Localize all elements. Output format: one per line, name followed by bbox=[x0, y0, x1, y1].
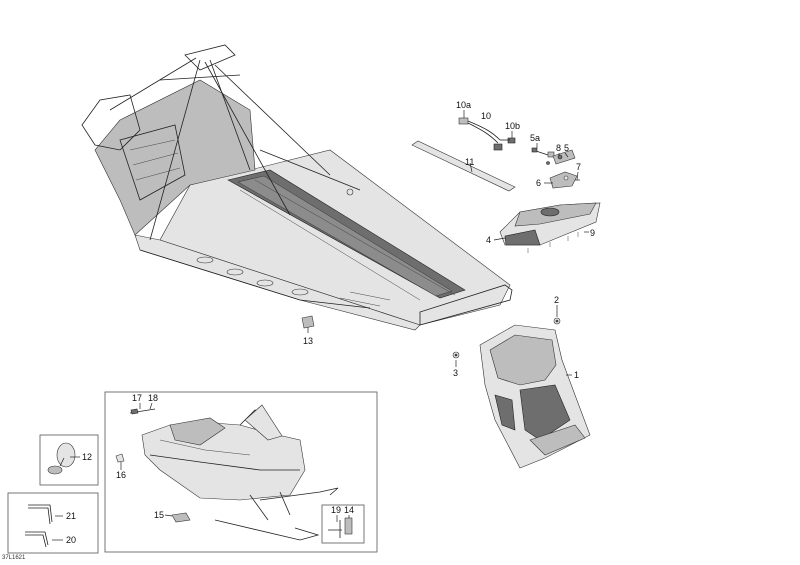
callout-16: 16 bbox=[116, 470, 126, 480]
callout-6: 6 bbox=[536, 178, 541, 188]
callout-17: 17 bbox=[132, 393, 142, 403]
part-4-taillight-housing bbox=[493, 202, 601, 253]
callout-10b: 10b bbox=[505, 121, 520, 131]
callout-14: 14 bbox=[344, 505, 354, 515]
part-1-snowflap bbox=[479, 324, 591, 469]
parts-5-8-light bbox=[531, 143, 580, 189]
callout-19: 19 bbox=[331, 505, 341, 515]
callout-10a: 10a bbox=[456, 100, 471, 110]
callout-21: 21 bbox=[66, 511, 76, 521]
callout-8: 8 bbox=[556, 143, 561, 153]
part-13-nut bbox=[301, 315, 315, 333]
callout-10: 10 bbox=[481, 111, 491, 121]
callout-18: 18 bbox=[148, 393, 158, 403]
callout-9: 9 bbox=[590, 228, 595, 238]
callout-2: 2 bbox=[554, 295, 559, 305]
callout-20: 20 bbox=[66, 535, 76, 545]
callout-1: 1 bbox=[574, 370, 579, 380]
callout-3: 3 bbox=[453, 368, 458, 378]
inset-brackets bbox=[7, 492, 99, 554]
inset-side-view bbox=[104, 391, 378, 553]
parts-2-3-fasteners bbox=[452, 305, 561, 367]
callout-7: 7 bbox=[576, 162, 581, 172]
part-11-strip bbox=[411, 140, 516, 192]
callout-5a: 5a bbox=[530, 133, 540, 143]
inset-mirror bbox=[39, 434, 99, 486]
callout-13: 13 bbox=[303, 336, 313, 346]
figure-code: 37L1621 bbox=[2, 555, 26, 561]
chassis-tunnel bbox=[81, 44, 513, 331]
part-10-harness bbox=[458, 110, 516, 151]
callout-4: 4 bbox=[486, 235, 491, 245]
callout-15: 15 bbox=[154, 510, 164, 520]
callout-11: 11 bbox=[465, 157, 474, 167]
callout-12: 12 bbox=[82, 452, 92, 462]
callout-5: 5 bbox=[564, 143, 569, 153]
